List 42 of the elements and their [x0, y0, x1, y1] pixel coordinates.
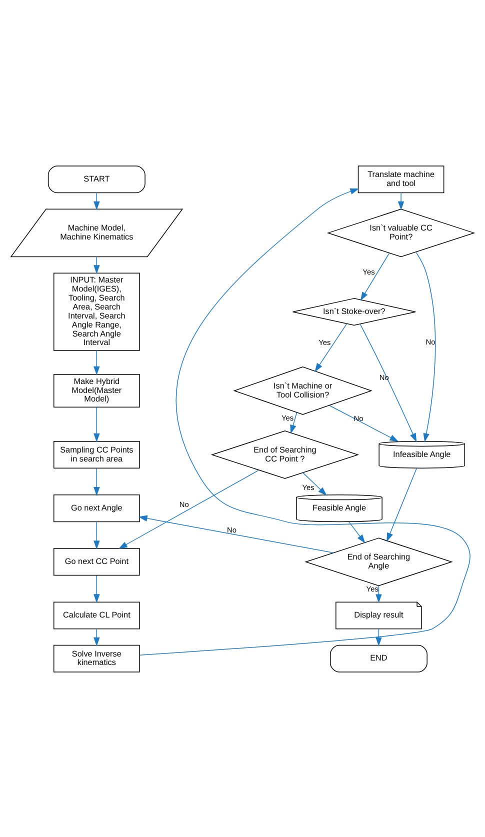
node-box: INPUT: Master Model(IGES), Tooling, Search Area, Search Interval, Search Angle Range, Search Angle Interval	[54, 272, 140, 350]
arrow	[94, 574, 100, 603]
node-box: Translate machine and tool	[358, 165, 444, 193]
node-diamond: Isn`t Machine or Tool Collision?	[233, 366, 372, 414]
arrow	[94, 521, 100, 550]
edge-label: No	[354, 414, 364, 423]
arrow	[118, 469, 260, 548]
node-box: Solve Inverse kinematics	[54, 644, 140, 672]
arrow	[416, 251, 436, 442]
arrow	[94, 350, 100, 375]
arrow	[314, 322, 348, 372]
arrow	[302, 472, 327, 496]
arrow	[139, 188, 470, 656]
edge-label: Yes	[318, 338, 331, 347]
node-box: Go next Angle	[54, 494, 140, 522]
arrow	[329, 404, 399, 442]
arrow	[290, 412, 298, 434]
arrow	[386, 467, 418, 542]
arrow	[398, 192, 404, 210]
arrow	[94, 406, 100, 442]
node-box: Go next CC Point	[54, 548, 140, 576]
node-diamond: End of Searching Angle	[304, 537, 453, 586]
node-diamond: Isn`t Stoke-over?	[292, 298, 416, 326]
edge-label: No	[227, 525, 237, 534]
node-box: Calculate CL Point	[54, 601, 140, 629]
arrow	[360, 323, 417, 442]
node-diamond: End of Searching CC Point ?	[210, 430, 360, 478]
node-box: Make Hybrid Model(Master Model)	[54, 373, 140, 407]
edge-label: Yes	[362, 266, 375, 276]
edge-label: Yes	[302, 482, 314, 492]
edge-label: No	[179, 500, 189, 509]
node-diamond: Isn`t valuable CC Point?	[326, 208, 476, 257]
edge-label: Yes	[366, 584, 378, 594]
arrow	[348, 521, 366, 543]
arrow	[94, 467, 100, 496]
node-box: START	[48, 165, 146, 193]
arrow	[360, 252, 390, 300]
edge-label: No	[426, 336, 436, 346]
node-box: END	[330, 644, 428, 672]
node-box: Sampling CC Points in search area	[54, 440, 140, 468]
arrow	[138, 514, 334, 553]
edge-label: Yes	[281, 413, 294, 422]
